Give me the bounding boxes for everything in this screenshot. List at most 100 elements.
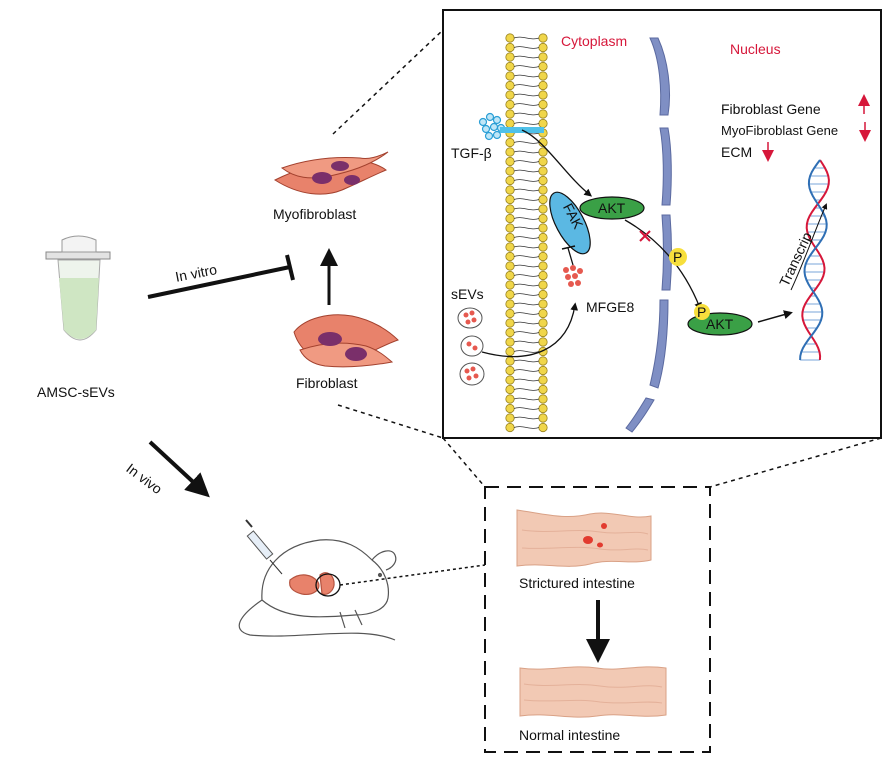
lipid-head — [538, 394, 548, 404]
lipid-head — [505, 232, 515, 243]
lipid-tail — [513, 236, 540, 239]
lipid-head — [538, 166, 548, 176]
lipid-tail — [513, 160, 540, 163]
lipid-tail — [513, 312, 540, 315]
lipid-head — [538, 327, 548, 338]
lipid-tail — [513, 46, 540, 49]
cell-membrane — [505, 33, 548, 433]
lipid-head — [505, 147, 515, 157]
tgf-beta-icon — [478, 112, 506, 141]
lipid-tail — [513, 226, 540, 230]
lipid-head — [538, 356, 548, 366]
zoom-line-top — [332, 29, 444, 135]
lipid-head — [505, 80, 515, 91]
p-label: P — [673, 249, 683, 265]
lipid-tail — [513, 350, 540, 353]
mfge8-cluster-icon — [563, 265, 583, 287]
lipid-head — [505, 261, 515, 271]
lipid-head — [538, 232, 548, 243]
lipid-head — [538, 280, 548, 290]
lipid-tail — [513, 255, 540, 258]
nuclear-envelope — [625, 37, 672, 433]
akt-node — [579, 196, 645, 220]
lipid-head — [505, 71, 515, 81]
lipid-head — [505, 99, 515, 110]
lipid-tail — [513, 36, 540, 40]
lipid-head — [538, 80, 548, 91]
lipid-tail — [513, 169, 540, 173]
phospho-p-node — [669, 248, 687, 266]
lipid-head — [505, 327, 515, 338]
lipid-tail — [513, 188, 540, 192]
lipid-head — [538, 384, 548, 395]
mouse-icon — [238, 539, 397, 641]
block-x-icon — [639, 230, 651, 242]
lipid-head — [538, 289, 548, 300]
zoom-line-panel-left — [442, 437, 486, 488]
lipid-head — [538, 422, 548, 433]
lipid-head — [505, 204, 515, 214]
lipid-tail — [513, 74, 540, 78]
strictured-intestine-icon — [516, 509, 652, 567]
lipid-head — [505, 90, 515, 100]
lipid-tail — [513, 293, 540, 296]
lipid-head — [538, 365, 548, 376]
fibroblast-cells-icon — [293, 314, 399, 368]
tgf-to-akt-arrow — [521, 129, 593, 197]
myofibroblast-label: Myofibroblast — [273, 206, 357, 222]
lipid-head — [538, 308, 548, 319]
zoom-line-panel-right — [709, 437, 882, 488]
lipid-head — [505, 299, 515, 309]
lipid-tail — [513, 65, 540, 68]
lipid-head — [538, 318, 548, 328]
in-vitro-inhibit-line — [147, 265, 291, 299]
lipid-tail — [513, 378, 540, 382]
sevs-label: sEVs — [451, 286, 484, 302]
lipid-tail — [513, 302, 540, 306]
lipid-head — [505, 166, 515, 176]
lipid-tail — [513, 198, 540, 201]
normal-intestine-icon — [519, 666, 667, 718]
lipid-tail — [513, 150, 540, 154]
lipid-head — [538, 99, 548, 110]
tube-label: AMSC-sEVs — [37, 384, 115, 400]
fibroblast-label: Fibroblast — [296, 375, 358, 391]
pakt-to-dna-arrow — [757, 310, 793, 323]
mfge8-inhibit-line — [567, 247, 574, 266]
lipid-head — [538, 403, 548, 414]
lipid-head — [505, 337, 515, 347]
in-vivo-arrow — [148, 440, 210, 498]
syringe-icon — [245, 519, 283, 575]
mfge8-label: MFGE8 — [586, 299, 635, 315]
lipid-head — [505, 175, 515, 186]
lipid-head — [538, 52, 548, 62]
lipid-tail — [513, 359, 540, 363]
mouse-to-intestine-line — [339, 564, 486, 586]
lipid-head — [505, 156, 515, 167]
myofibroblast-gene-label: MyoFibroblast Gene — [721, 123, 839, 138]
lipid-tail — [513, 179, 540, 182]
lipid-head — [505, 42, 515, 53]
lipid-head — [538, 175, 548, 186]
strictured-label: Strictured intestine — [519, 575, 635, 591]
lipid-head — [538, 223, 548, 233]
sevs-to-mfge8-arrow — [481, 302, 579, 358]
lipid-head — [505, 251, 515, 262]
phospho-p2-node — [694, 304, 710, 320]
tgf-beta-label: TGF-β — [451, 145, 492, 161]
nucleus-label: Nucleus — [730, 41, 781, 57]
lipid-head — [538, 413, 548, 423]
transcription-arrow — [790, 203, 828, 291]
lipid-head — [505, 356, 515, 366]
lipid-tail — [513, 122, 540, 125]
lipid-head — [505, 308, 515, 319]
lipid-head — [538, 109, 548, 119]
zoom-line-bottom — [337, 404, 444, 439]
pakt-label: AKT — [706, 316, 734, 332]
lipid-head — [538, 156, 548, 167]
lipid-head — [505, 213, 515, 224]
fibroblast-gene-label: Fibroblast Gene — [721, 101, 821, 117]
lipid-tail — [513, 217, 540, 220]
dna-helix-icon — [799, 159, 830, 361]
